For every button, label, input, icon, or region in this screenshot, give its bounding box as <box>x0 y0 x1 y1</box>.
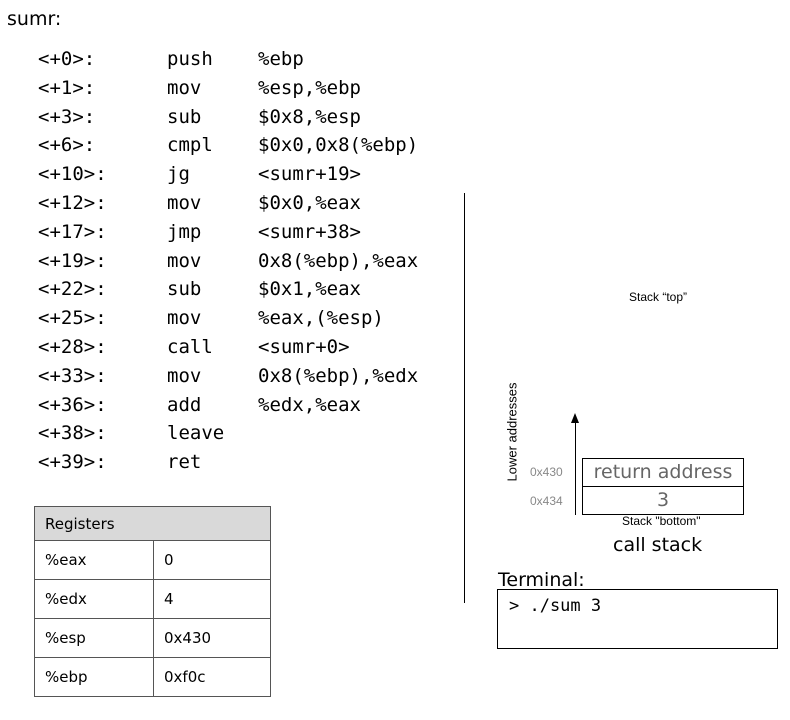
register-value: 0xf0c <box>153 657 271 697</box>
asm-opcode: cmpl <box>167 134 213 157</box>
call-stack-title: call stack <box>613 534 703 556</box>
register-row: %eax 0 <box>34 540 271 580</box>
asm-offset: <+39>: <box>38 451 107 474</box>
stack-frame-cell: return address <box>593 461 733 483</box>
registers-header: Registers <box>34 506 271 541</box>
asm-operands: $0x8,%esp <box>258 105 361 128</box>
asm-opcode: mov <box>167 76 202 99</box>
asm-operands: <sumr+0> <box>258 335 350 358</box>
asm-offset: <+22>: <box>38 278 107 301</box>
asm-operands: $0x0,0x8(%ebp) <box>258 134 419 157</box>
arrow-up-icon <box>571 413 579 423</box>
asm-opcode: sub <box>167 278 202 301</box>
terminal-window[interactable]: > ./sum 3 <box>497 589 778 649</box>
asm-offset: <+36>: <box>38 393 107 416</box>
asm-opcode: mov <box>167 249 202 272</box>
stack-top-label: Stack “top” <box>629 290 688 304</box>
asm-opcode: push <box>167 48 213 70</box>
asm-offset: <+10>: <box>38 163 107 186</box>
asm-opcode: jg <box>167 163 190 186</box>
asm-operands: %eax,(%esp) <box>258 307 384 330</box>
register-name: %eax <box>34 540 154 580</box>
asm-offset: <+12>: <box>38 191 107 214</box>
register-row: %esp 0x430 <box>34 618 271 658</box>
asm-operands: 0x8(%ebp),%edx <box>258 364 419 387</box>
asm-opcode: leave <box>167 422 225 445</box>
asm-operands: $0x1,%eax <box>258 278 361 301</box>
terminal-line: > ./sum 3 <box>509 596 602 616</box>
asm-operands: %edx,%eax <box>258 393 361 416</box>
asm-opcode: jmp <box>167 220 202 243</box>
registers-table: Registers %eax 0 %edx 4 %esp 0x430 %ebp … <box>34 506 271 697</box>
asm-operands: %ebp <box>258 48 304 70</box>
address-arrow-line <box>575 420 576 515</box>
asm-opcode: add <box>167 393 202 416</box>
asm-offset: <+1>: <box>38 76 96 99</box>
asm-offset: <+3>: <box>38 105 96 128</box>
asm-operands: %esp,%ebp <box>258 76 361 99</box>
register-name: %esp <box>34 618 154 658</box>
stack-frame-cell: 3 <box>583 486 743 514</box>
register-name: %edx <box>34 579 154 619</box>
asm-offset: <+0>: <box>38 48 96 70</box>
asm-offset: <+17>: <box>38 220 107 243</box>
registers-header-row: Registers <box>34 506 271 541</box>
function-label: sumr: <box>7 8 62 30</box>
asm-opcode: mov <box>167 307 202 330</box>
stack-address: 0x434 <box>530 494 563 508</box>
lower-addresses-label: Lower addresses <box>504 382 520 482</box>
asm-opcode: sub <box>167 105 202 128</box>
asm-operands: <sumr+38> <box>258 220 361 243</box>
terminal-label: Terminal: <box>498 569 585 591</box>
asm-offset: <+6>: <box>38 134 96 157</box>
asm-offset: <+33>: <box>38 364 107 387</box>
asm-opcode: ret <box>167 451 202 474</box>
asm-offset: <+25>: <box>38 307 107 330</box>
stack-bottom-label: Stack "bottom" <box>622 514 701 528</box>
asm-opcode: mov <box>167 191 202 214</box>
asm-operands: 0x8(%ebp),%eax <box>258 249 419 272</box>
asm-offset: <+38>: <box>38 422 107 445</box>
stack-address: 0x430 <box>530 465 563 479</box>
asm-opcode: call <box>167 335 213 358</box>
asm-opcode: mov <box>167 364 202 387</box>
register-row: %edx 4 <box>34 579 271 619</box>
register-row: %ebp 0xf0c <box>34 657 271 697</box>
asm-offset: <+19>: <box>38 249 107 272</box>
register-name: %ebp <box>34 657 154 697</box>
register-value: 0x430 <box>153 618 271 658</box>
asm-offset: <+28>: <box>38 335 107 358</box>
call-stack-box: return address 3 <box>582 458 744 515</box>
register-value: 4 <box>153 579 271 619</box>
asm-operands: $0x0,%eax <box>258 191 361 214</box>
register-value: 0 <box>153 540 271 580</box>
vertical-divider <box>464 193 465 603</box>
asm-operands: <sumr+19> <box>258 163 361 186</box>
